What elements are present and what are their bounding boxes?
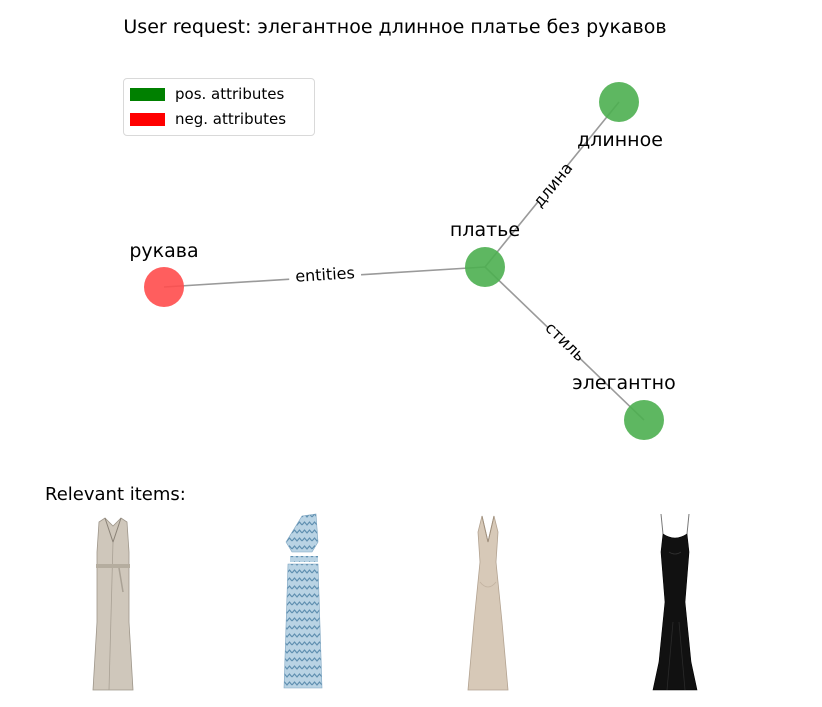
edge-label-entities: entities xyxy=(288,262,362,288)
node-label-platye: платье xyxy=(450,219,520,241)
svg-text:длина: длина xyxy=(529,159,576,211)
edge-label-dlina: длина xyxy=(529,159,576,211)
relevant-items-title: Relevant items: xyxy=(45,484,186,505)
attribute-graph: длина стиль entities длинное платье элег… xyxy=(129,82,676,440)
champagne-halter-dress-illustration xyxy=(467,515,509,691)
black-slip-dress-illustration xyxy=(652,513,698,691)
node-label-rukava: рукава xyxy=(129,240,198,262)
figure-title: User request: элегантное длинное платье … xyxy=(123,16,667,38)
node-dlinnoe xyxy=(599,82,639,122)
blue-zigzag-dress-illustration xyxy=(283,513,323,689)
legend-swatch-negative xyxy=(130,112,165,126)
edge-label-stil: стиль xyxy=(541,318,589,365)
item-image-3[interactable] xyxy=(458,512,518,692)
node-elegantno xyxy=(624,400,664,440)
svg-text:entities: entities xyxy=(295,263,356,286)
legend-swatch-positive xyxy=(130,87,165,101)
item-image-2[interactable] xyxy=(272,512,332,692)
item-image-1[interactable] xyxy=(83,512,143,692)
node-label-elegantno: элегантно xyxy=(572,372,675,394)
node-label-dlinnoe: длинное xyxy=(577,129,663,151)
legend-entry-negative: neg. attributes xyxy=(130,109,286,129)
legend: pos. attributes neg. attributes xyxy=(123,78,315,136)
beige-wrap-dress-illustration xyxy=(92,517,134,691)
node-rukava xyxy=(144,267,184,307)
legend-entry-positive: pos. attributes xyxy=(130,84,284,104)
legend-label-negative: neg. attributes xyxy=(175,110,287,128)
legend-label-positive: pos. attributes xyxy=(175,85,285,103)
item-image-4[interactable] xyxy=(645,512,705,692)
node-platye xyxy=(465,247,505,287)
svg-text:стиль: стиль xyxy=(541,318,589,365)
